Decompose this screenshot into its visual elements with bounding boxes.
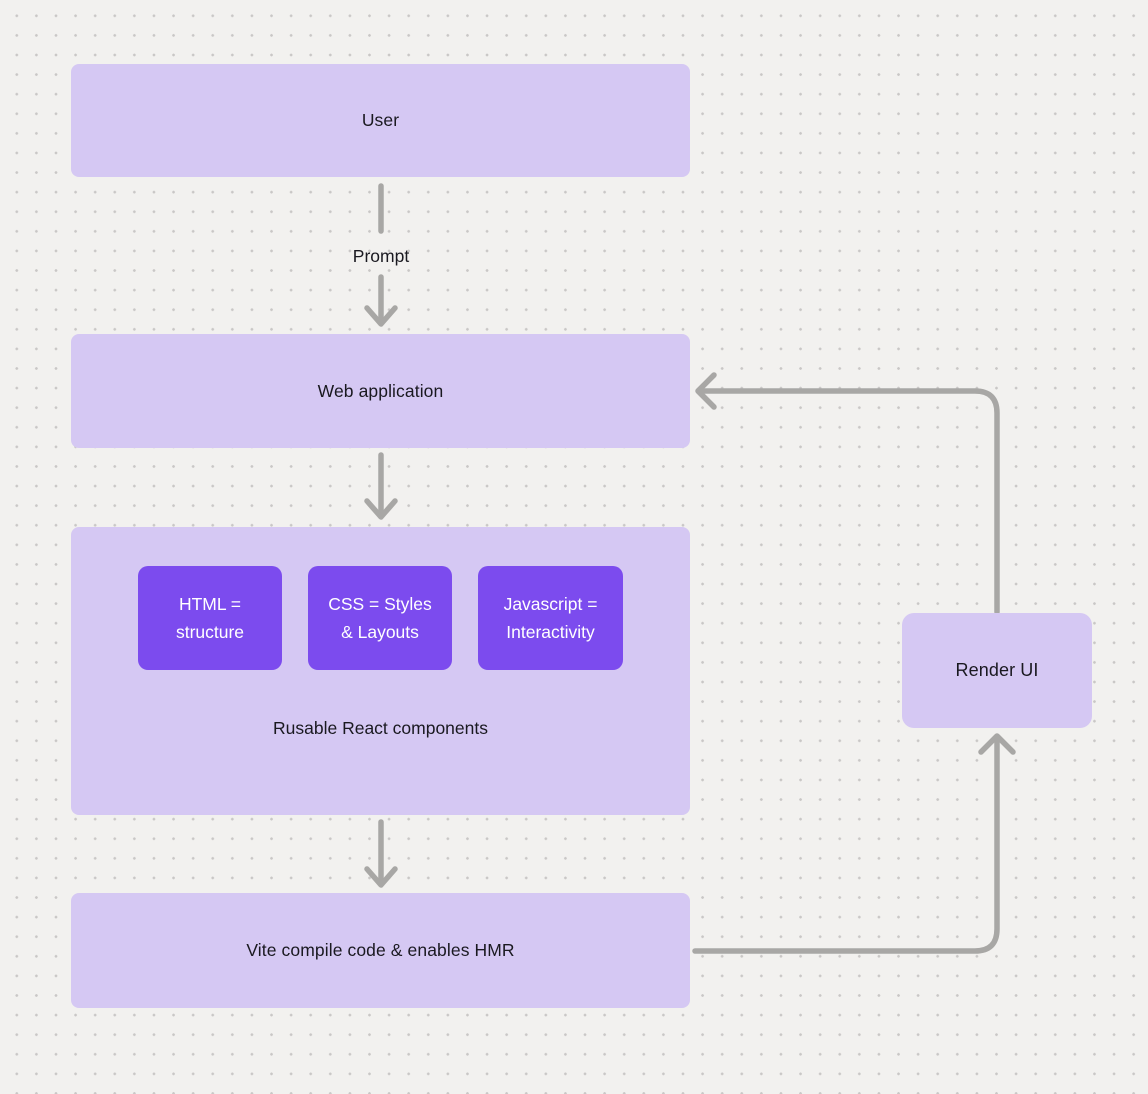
arrowhead-down-icon (364, 498, 398, 520)
node-render-ui[interactable]: Render UI (902, 613, 1092, 728)
node-vite[interactable]: Vite compile code & enables HMR (71, 893, 690, 1008)
edge-prompt-to-webapp (364, 274, 398, 327)
components-group-caption: Rusable React components (273, 718, 488, 738)
node-html[interactable]: HTML = structure (138, 566, 282, 670)
node-html-line2: structure (175, 622, 245, 642)
node-components-group[interactable]: HTML = structure CSS = Styles & Layouts … (71, 527, 690, 815)
node-vite-label: Vite compile code & enables HMR (246, 940, 515, 960)
arrowhead-down-icon (364, 866, 398, 888)
node-css-line2: & Layouts (341, 622, 419, 642)
node-user-label: User (361, 110, 400, 130)
node-javascript-line1: Javascript = (503, 594, 598, 614)
node-web-application-label: Web application (317, 380, 444, 401)
arrowhead-left-icon (695, 372, 717, 410)
node-css[interactable]: CSS = Styles & Layouts (308, 566, 452, 670)
edge-renderui-to-webapp (695, 372, 1000, 615)
arrowhead-up-icon (978, 733, 1016, 755)
edge-components-to-vite (364, 819, 398, 888)
node-html-line1: HTML = (178, 594, 242, 614)
edge-webapp-to-components (364, 452, 398, 520)
node-css-line1: CSS = Styles (328, 594, 432, 614)
node-web-application[interactable]: Web application (71, 334, 690, 448)
node-user[interactable]: User (71, 64, 690, 177)
node-javascript[interactable]: Javascript = Interactivity (478, 566, 623, 670)
arrowhead-down-icon (364, 305, 398, 327)
node-javascript-line2: Interactivity (506, 622, 595, 642)
node-render-ui-label: Render UI (955, 660, 1039, 680)
edge-label-prompt[interactable]: Prompt (352, 246, 410, 266)
edge-vite-to-renderui (692, 733, 1016, 954)
